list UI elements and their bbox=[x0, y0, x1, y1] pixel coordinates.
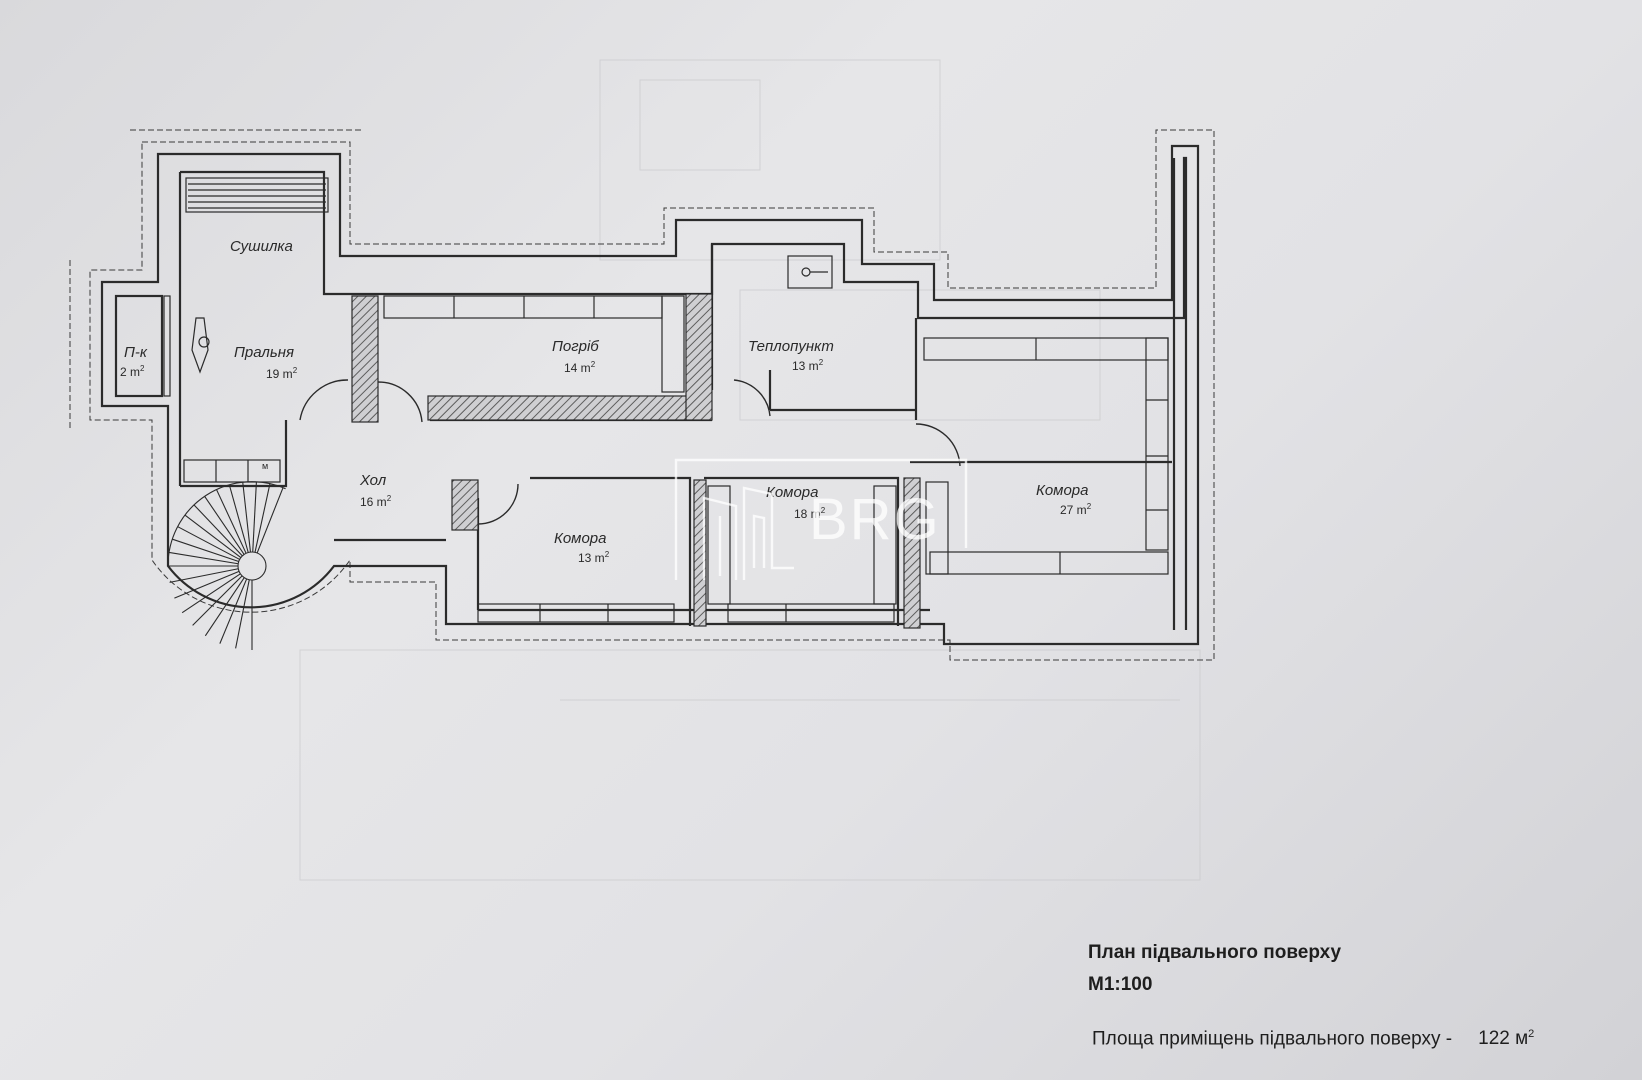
watermark-text: BRG bbox=[809, 487, 941, 552]
room-name-khol: Хол bbox=[360, 472, 387, 489]
brg-watermark: BRG bbox=[674, 458, 968, 582]
room-name-pohrib: Погріб bbox=[552, 338, 599, 355]
room-area-teplopunkt: 13 m2 bbox=[792, 358, 824, 373]
room-name-komora-27: Комора bbox=[1036, 482, 1089, 499]
room-name-komora-13: Комора bbox=[554, 530, 607, 547]
brg-logo-icon bbox=[674, 458, 968, 580]
plan-scale: М1:100 bbox=[1088, 974, 1153, 995]
plan-title: План підвального поверху bbox=[1088, 942, 1342, 963]
spiral-staircase bbox=[167, 481, 286, 650]
total-area-value: 122 м bbox=[1478, 1028, 1529, 1050]
bleed-through-lines bbox=[299, 59, 1201, 881]
room-name-teplopunkt: Теплопункт bbox=[748, 338, 834, 355]
room-name-komora-18: Комора bbox=[766, 484, 819, 501]
room-name-sushylka: Сушилка bbox=[230, 238, 293, 255]
walls bbox=[100, 144, 1200, 646]
room-area-komora-18: 18 m2 bbox=[794, 506, 826, 521]
room-area-khol: 16 m2 bbox=[360, 494, 392, 509]
room-area-komora-27: 27 m2 bbox=[1060, 502, 1092, 517]
washer-label: м bbox=[262, 461, 269, 471]
room-area-pralnia: 19 m2 bbox=[266, 366, 298, 381]
room-name-pralnia: Пральня bbox=[234, 344, 294, 361]
room-area-pohrib: 14 m2 bbox=[564, 360, 596, 375]
shelving bbox=[163, 177, 1169, 623]
room-area-komora-13: 13 m2 bbox=[578, 550, 610, 565]
room-name-pk: П-к bbox=[124, 344, 147, 361]
total-area-sup: 2 bbox=[1528, 1028, 1535, 1040]
door-swings bbox=[299, 379, 961, 525]
total-area-label: Площа приміщень підвального поверху - bbox=[1092, 1028, 1453, 1050]
room-area-pk: 2 m2 bbox=[120, 364, 145, 379]
hatched-walls bbox=[351, 293, 921, 629]
total-area: Площа приміщень підвального поверху - 122… bbox=[1092, 1028, 1534, 1050]
outer-dashed-outline bbox=[69, 129, 1215, 661]
